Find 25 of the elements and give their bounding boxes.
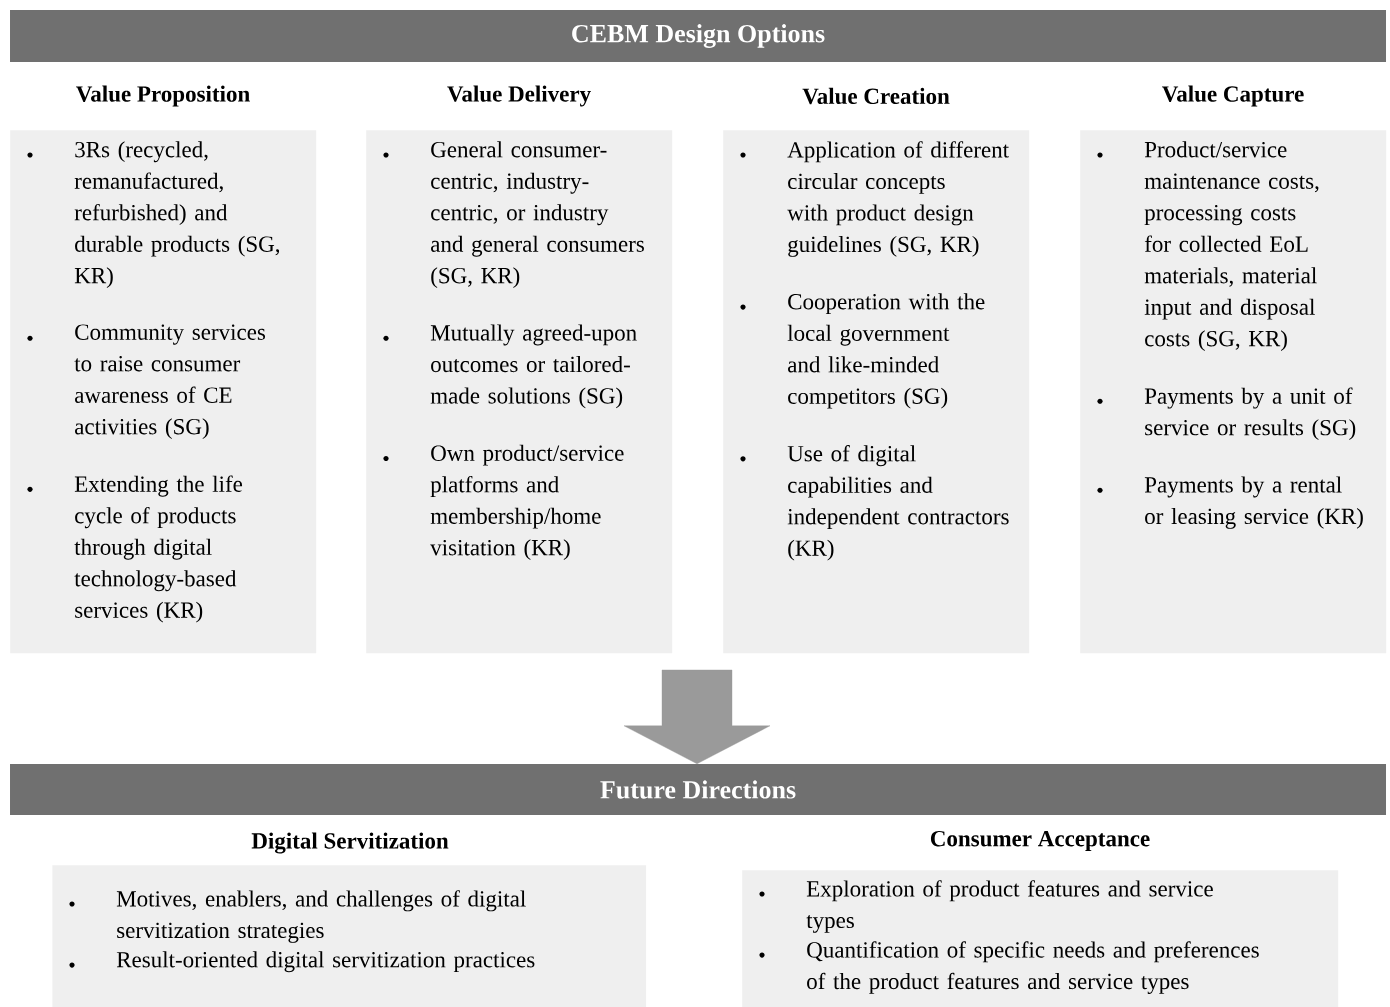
bullet-item: Result-oriented digital servitization practices — [69, 951, 535, 973]
block-arrow — [623, 669, 771, 764]
bullet-item: Own product/service platforms and membership/home visitation (KR) — [383, 444, 624, 561]
bullet-item: Payments by a unit of service or results (SG) — [1097, 387, 1356, 441]
column-heading: Value Capture — [1162, 85, 1304, 107]
bullet-item: General consumer-centric, industry-centric, or industry and general consumers (SG, KR) — [383, 141, 644, 289]
bullet-item: Use of digital capabilities and independent contractors (KR) — [740, 445, 1009, 561]
bullet-item: Application of different circular concepts with product design guidelines (SG, KR) — [740, 141, 1009, 257]
bullet-item: Mutually agreed-upon outcomes or tailored-made solutions (SG) — [383, 324, 637, 409]
column-heading: Value Proposition — [76, 85, 250, 107]
bullet-item: Cooperation with the local government and like-minded competitors (SG) — [740, 293, 985, 409]
box-heading: Digital Servitization — [251, 832, 449, 854]
column-heading: Value Delivery — [447, 85, 591, 107]
bullet-item: Community services to raise consumer awareness of CE activities (SG) — [27, 324, 266, 440]
bullet-item: Exploration of product features and service types — [759, 880, 1213, 933]
bullet-item: Quantification of specific needs and preferences of the product features and service types — [759, 941, 1259, 994]
bullet-item: Motives, enablers, and challenges of digital servitization strategies — [69, 890, 526, 943]
bullet-item: Extending the life cycle of products through digital technology-based services (KR) — [27, 475, 243, 623]
bullet-item: 3Rs (recycled, remanufactured, refurbished) and durable products (SG, KR) — [27, 141, 280, 289]
section-band: Future Directions — [10, 764, 1386, 815]
section-band: CEBM Design Options — [10, 10, 1386, 62]
column-heading: Value Creation — [802, 87, 950, 105]
bullet-item: Product/service maintenance costs, processing costs for collected EoL materials, material input and disposal costs (SG, KR) — [1097, 141, 1319, 352]
box-heading: Consumer Acceptance — [930, 830, 1150, 852]
bullet-item: Payments by a rental or leasing service (KR) — [1097, 476, 1363, 529]
